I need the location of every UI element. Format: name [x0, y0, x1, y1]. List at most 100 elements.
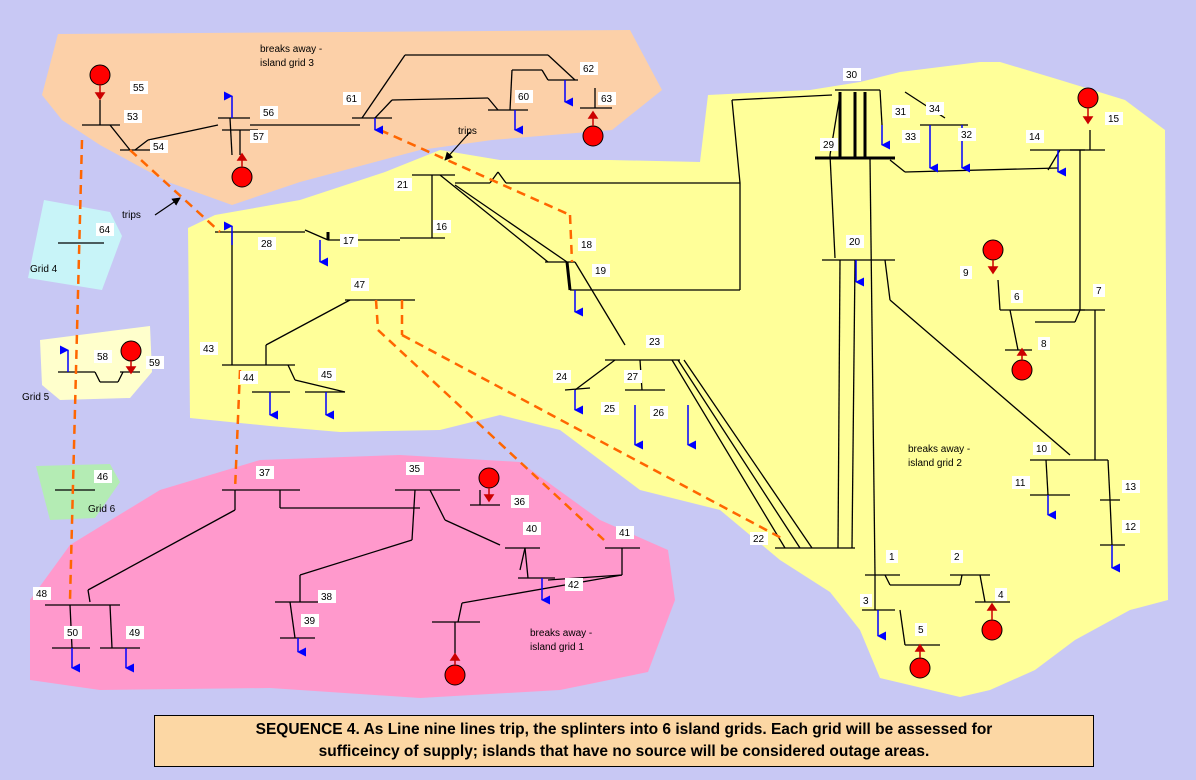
- bus-number: 54: [153, 142, 165, 153]
- bus-label-box: [860, 594, 872, 607]
- bus-label-box: [33, 587, 51, 600]
- bus-label-27: 27: [624, 370, 642, 383]
- bus-label-box: [240, 371, 258, 384]
- bus-label-box: [601, 402, 619, 415]
- bus-label-62: 62: [580, 62, 598, 75]
- bus-number: 7: [1096, 286, 1102, 297]
- grid2-label-line1: breaks away -: [908, 444, 970, 455]
- bus-label-43: 43: [200, 342, 218, 355]
- bus-label-box: [94, 350, 112, 363]
- bus-number: 12: [1125, 522, 1137, 533]
- bus-number: 41: [619, 528, 631, 539]
- bus-label-55: 55: [130, 81, 148, 94]
- bus-label-14: 14: [1026, 130, 1044, 143]
- bus-label-34: 34: [926, 102, 944, 115]
- bus-label-box: [256, 466, 274, 479]
- bus-label-63: 63: [598, 92, 616, 105]
- bus-label-39: 39: [301, 614, 319, 627]
- bus-label-20: 20: [846, 235, 864, 248]
- bus-label-box: [250, 130, 268, 143]
- bus-number: 55: [133, 83, 145, 94]
- bus-number: 44: [243, 373, 255, 384]
- sequence-caption: SEQUENCE 4. As Line nine lines trip, the…: [154, 715, 1094, 767]
- bus-number: 4: [998, 590, 1004, 601]
- bus-label-box: [64, 626, 82, 639]
- grid1-label-line1: breaks away -: [530, 628, 592, 639]
- bus-number: 35: [409, 464, 421, 475]
- bus-label-box: [1011, 290, 1023, 303]
- caption-line-2: sufficeincy of supply; islands that have…: [318, 743, 930, 760]
- bus-number: 59: [149, 358, 161, 369]
- bus-number: 50: [67, 628, 79, 639]
- bus-label-box: [995, 588, 1007, 601]
- bus-number: 58: [97, 352, 109, 363]
- bus-label-36: 36: [511, 495, 529, 508]
- bus-label-box: [318, 368, 336, 381]
- bus-label-32: 32: [958, 128, 976, 141]
- bus-label-box: [340, 234, 358, 247]
- bus-label-box: [150, 140, 168, 153]
- bus-number: 21: [397, 180, 409, 191]
- bus-label-box: [351, 278, 369, 291]
- generator-icon: [582, 125, 604, 147]
- bus-label-54: 54: [150, 140, 168, 153]
- bus-label-5: 5: [915, 623, 927, 636]
- caption-line-1: SEQUENCE 4. As Line nine lines trip, the…: [255, 721, 993, 738]
- bus-number: 39: [304, 616, 316, 627]
- bus-bars: [326, 92, 895, 291]
- bus-number: 25: [604, 404, 616, 415]
- bus-label-56: 56: [260, 106, 278, 119]
- bus-label-box: [1026, 130, 1044, 143]
- bus-label-box: [580, 62, 598, 75]
- bus-label-box: [1012, 476, 1030, 489]
- bus-label-17: 17: [340, 234, 358, 247]
- bus-label-box: [750, 532, 768, 545]
- bus-label-44: 44: [240, 371, 258, 384]
- bus-label-box: [94, 470, 112, 483]
- bus-label-box: [260, 106, 278, 119]
- bus-label-box: [915, 623, 927, 636]
- bus-label-38: 38: [318, 590, 336, 603]
- bus-number: 47: [354, 280, 366, 291]
- bus-number: 19: [595, 266, 607, 277]
- bus-number: 31: [895, 107, 907, 118]
- bus-number: 40: [526, 524, 538, 535]
- bus-label-64: 64: [96, 223, 114, 236]
- bus-label-61: 61: [343, 92, 361, 105]
- bus-number: 49: [129, 628, 141, 639]
- generator-icon: [444, 664, 466, 686]
- bus-label-box: [1122, 520, 1140, 533]
- bus-label-box: [926, 102, 944, 115]
- bus-label-19: 19: [592, 264, 610, 277]
- bus-label-53: 53: [124, 110, 142, 123]
- bus-number: 9: [963, 268, 969, 279]
- bus-label-box: [406, 462, 424, 475]
- bus-label-18: 18: [578, 238, 596, 251]
- bus-label-2: 2: [951, 550, 963, 563]
- bus-label-9: 9: [960, 266, 972, 279]
- generator-icon: [478, 467, 500, 489]
- bus-label-59: 59: [146, 356, 164, 369]
- bus-label-45: 45: [318, 368, 336, 381]
- bus-label-30: 30: [843, 68, 861, 81]
- bus-label-3: 3: [860, 594, 872, 607]
- generator-icon: [120, 340, 142, 362]
- bus-number: 60: [518, 92, 530, 103]
- bus-number: 23: [649, 337, 661, 348]
- bus-label-46: 46: [94, 470, 112, 483]
- bus-number: 45: [321, 370, 333, 381]
- bus-number: 61: [346, 94, 358, 105]
- bus-label-11: 11: [1012, 476, 1030, 489]
- bus-label-box: [318, 590, 336, 603]
- bus-label-28: 28: [258, 237, 276, 250]
- bus-label-box: [892, 105, 910, 118]
- bus-label-box: [650, 406, 668, 419]
- bus-number: 56: [263, 108, 275, 119]
- bus-label-12: 12: [1122, 520, 1140, 533]
- bus-number: 8: [1041, 339, 1047, 350]
- bus-label-box: [553, 370, 571, 383]
- bus-label-31: 31: [892, 105, 910, 118]
- bus-label-box: [1105, 112, 1123, 125]
